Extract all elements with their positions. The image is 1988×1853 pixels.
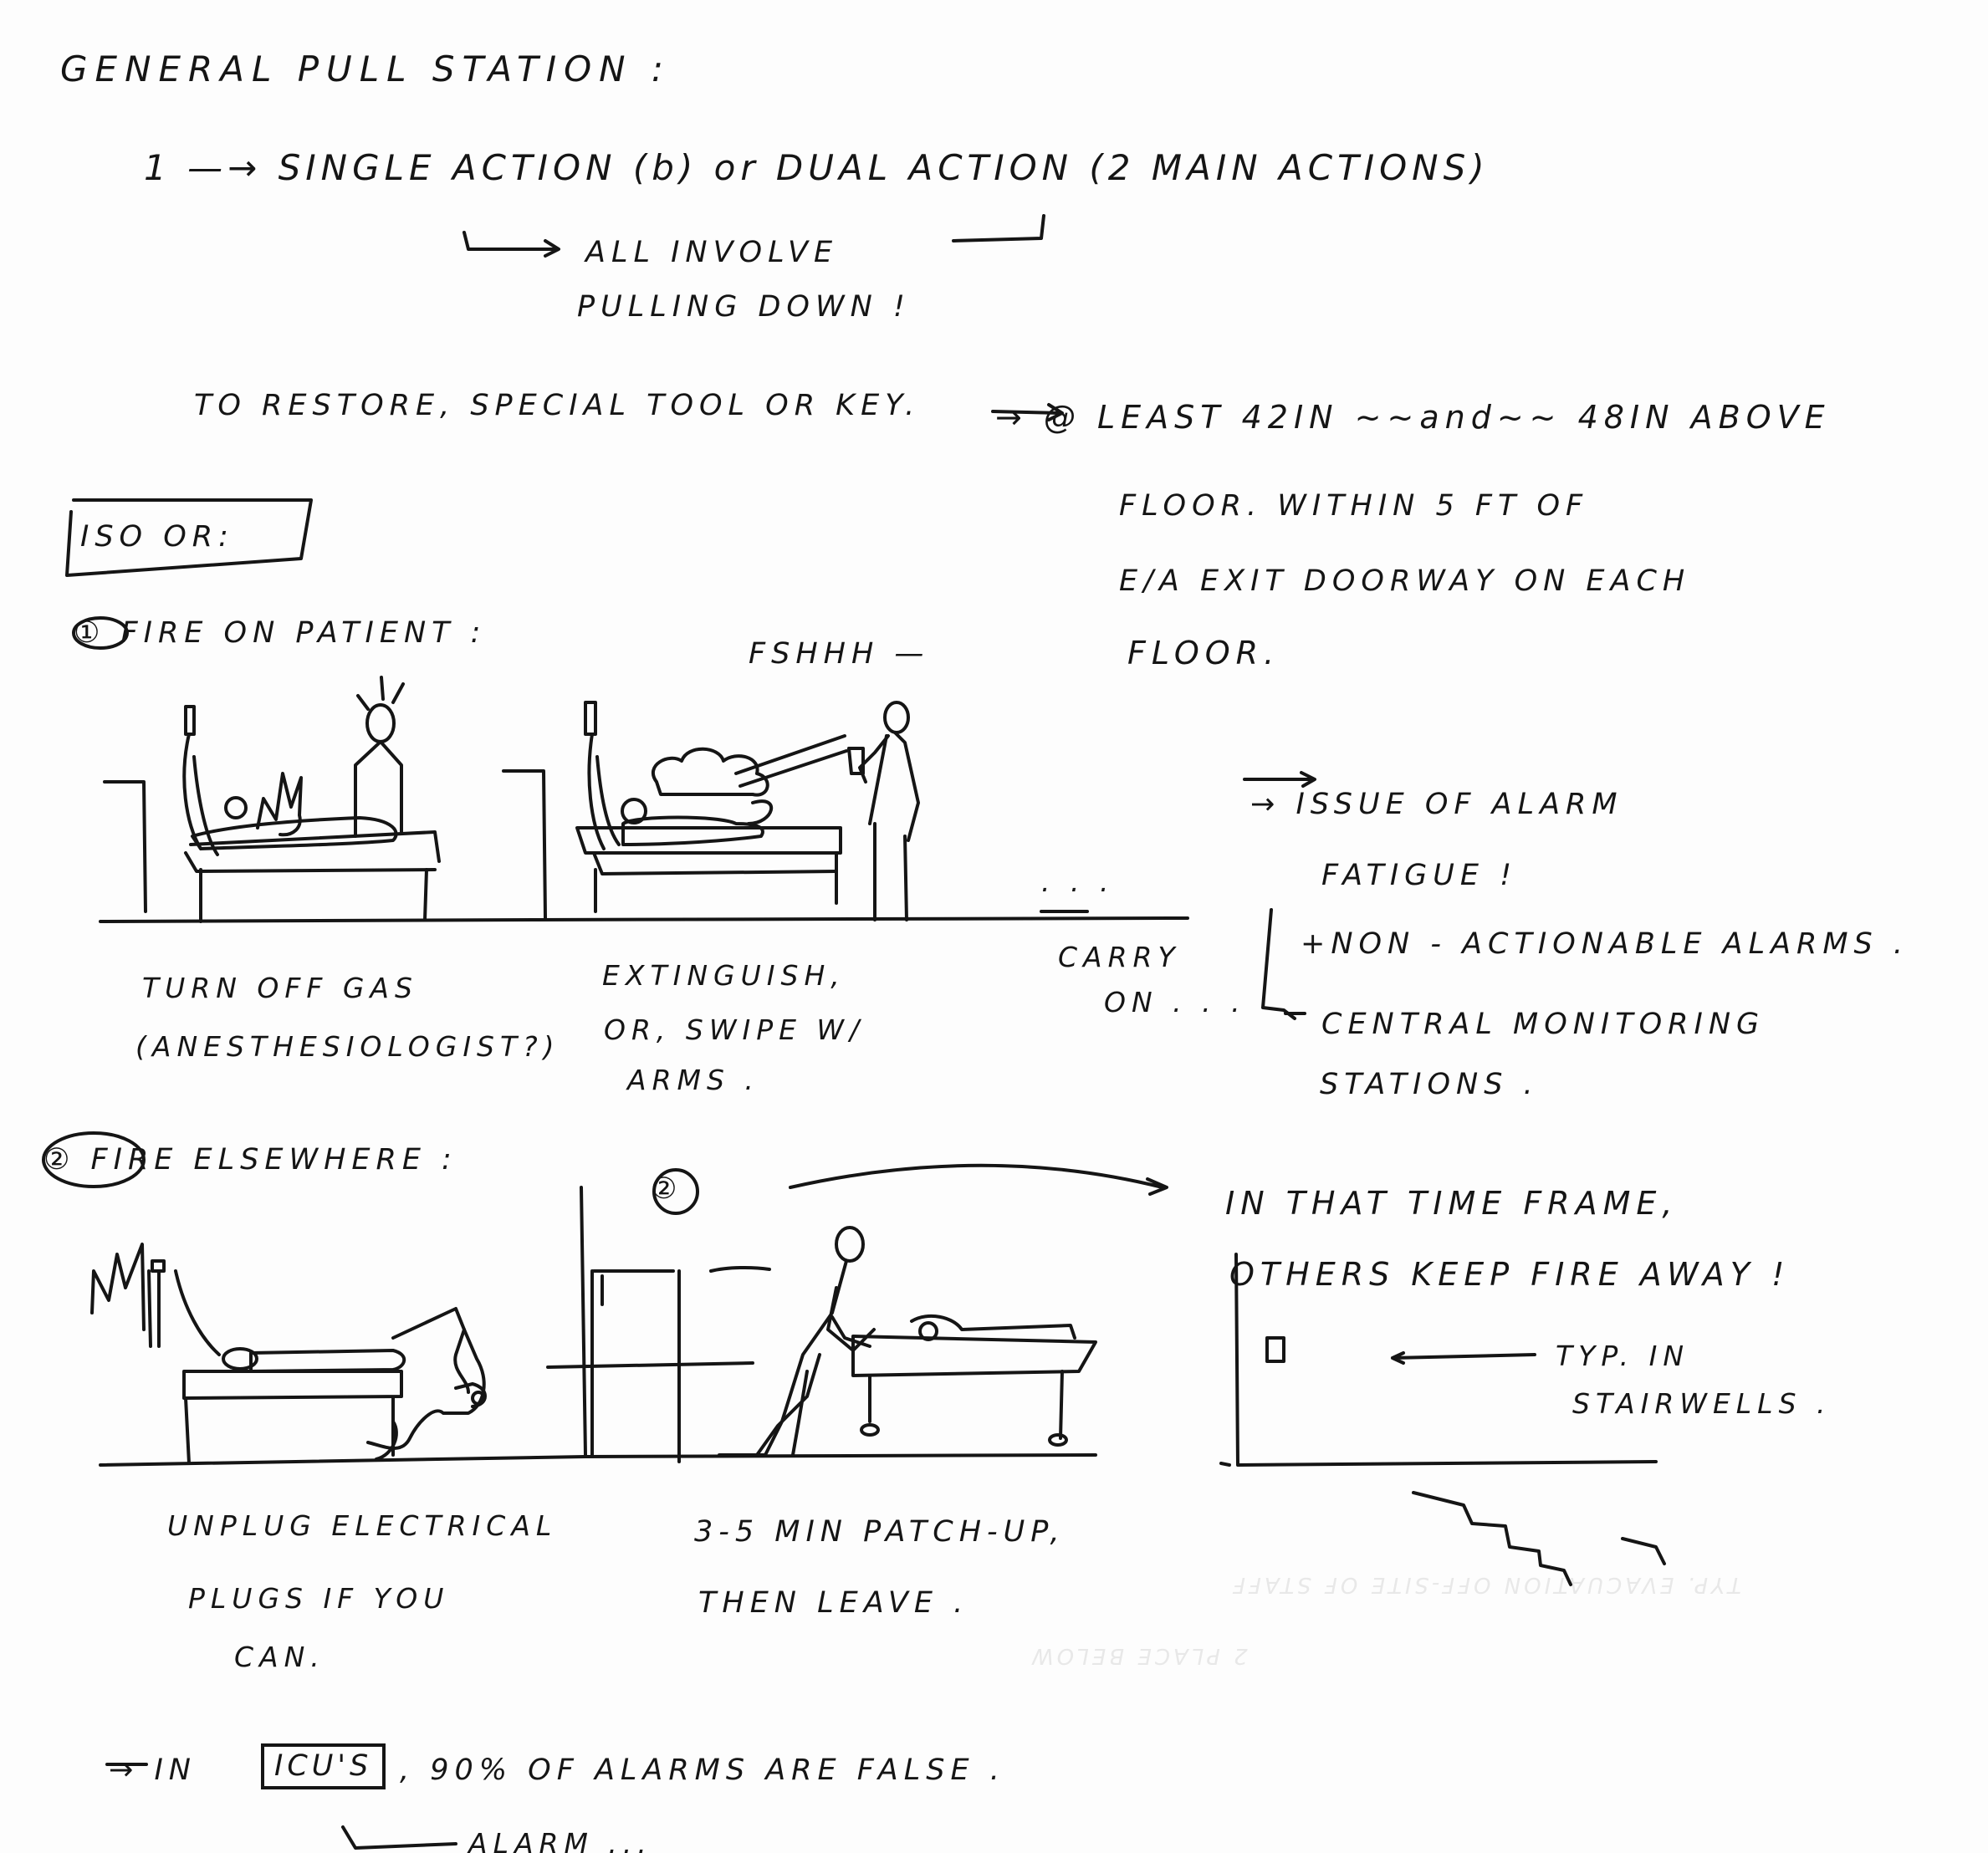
- case2-caption-unplug-line2: PLUGS IF YOU: [188, 1582, 450, 1615]
- patient-bed-sketch: [90, 1243, 487, 1465]
- page-title: GENERAL PULL STATION :: [60, 48, 672, 89]
- alarm-item-nonactionable: +NON - ACTIONABLE ALARMS .: [1301, 927, 1909, 961]
- circled-number-icon: [72, 616, 129, 650]
- arrow-icon: [789, 1163, 1168, 1196]
- footer-cutoff-line: ALARM ...: [468, 1827, 652, 1853]
- footer-note: , 90% OF ALARMS ARE FALSE .: [400, 1753, 1005, 1787]
- staff-figure-sketch: [835, 1226, 865, 1263]
- arrow-icon: [952, 214, 1045, 242]
- staff-figure-sketch: [366, 1307, 486, 1450]
- alarm-fatigue-line2: FATIGUE !: [1321, 859, 1518, 892]
- arrow-icon: [463, 231, 558, 251]
- case2-caption-unplug-line3: CAN.: [234, 1641, 325, 1673]
- mounting-location-line4: FLOOR.: [1127, 635, 1280, 671]
- case1-caption-extinguish-line2: OR, SWIPE W/: [604, 1013, 866, 1046]
- ellipsis: . . .: [1041, 865, 1115, 898]
- patient-bed-sketch: [546, 1186, 1097, 1463]
- restore-note: TO RESTORE, SPECIAL TOOL OR KEY.: [194, 389, 921, 422]
- case1-caption-extinguish-line3: ARMS .: [627, 1064, 759, 1096]
- case2-caption-patchup: 3-5 MIN PATCH-UP,: [694, 1515, 1066, 1549]
- action-note-line2: PULLING DOWN !: [577, 290, 911, 324]
- footer-note-prefix: → IN: [109, 1753, 197, 1787]
- arrow-icon: [544, 239, 560, 258]
- footer-boxed-term: ICU'S: [261, 1743, 386, 1789]
- case2-caption-patchup-line2: THEN LEAVE .: [698, 1586, 969, 1620]
- patient-bed-sketch: [103, 676, 441, 923]
- staff-figure-sketch: [883, 701, 910, 734]
- case1-heading: ① FIRE ON PATIENT :: [74, 616, 487, 650]
- section-label: ISO OR:: [80, 520, 234, 554]
- circled-number-icon: [42, 1131, 146, 1188]
- stairwell-sketch: [1219, 1253, 1666, 1586]
- smoke-cloud-sketch: [652, 747, 769, 797]
- alarm-item-central-monitoring: CENTRAL MONITORING: [1321, 1008, 1766, 1041]
- staff-figure-sketch: [365, 703, 396, 743]
- stairwell-note-line2: STAIRWELLS .: [1572, 1387, 1832, 1420]
- case1-caption-gas-line2: (ANESTHESIOLOGIST?): [135, 1030, 560, 1063]
- timeframe-note: IN THAT TIME FRAME,: [1225, 1185, 1679, 1222]
- mounting-height-note: → @ LEAST 42IN ~~and~~ 48IN ABOVE: [995, 399, 1831, 436]
- case2-caption-unplug: UNPLUG ELECTRICAL: [167, 1509, 558, 1542]
- fire-flame-sketch: [256, 772, 303, 837]
- action-note-line1: ALL INVOLVE: [585, 236, 839, 269]
- timeframe-note-line2: OTHERS KEEP FIRE AWAY !: [1229, 1256, 1791, 1293]
- section-label-box: [65, 498, 313, 577]
- mounting-location-line3: E/A EXIT DOORWAY ON EACH: [1119, 564, 1691, 598]
- action-type-line: 1 —→ SINGLE ACTION (b) or DUAL ACTION (2…: [144, 147, 1490, 188]
- alarm-item-stations: STATIONS .: [1320, 1068, 1539, 1101]
- fire-sound-label: FSHHH —: [749, 637, 930, 671]
- circled-number-icon: [652, 1168, 699, 1215]
- carry-on-label: CARRY: [1058, 941, 1181, 973]
- case1-caption-extinguish: EXTINGUISH,: [602, 959, 846, 992]
- mounting-location-line2: FLOOR. WITHIN 5 FT OF: [1119, 489, 1589, 523]
- case1-caption-gas: TURN OFF GAS: [142, 972, 418, 1004]
- arrow-icon: [991, 403, 1064, 421]
- case2-heading: ② FIRE ELSEWHERE :: [43, 1143, 457, 1177]
- stairwell-note: TYP. IN: [1556, 1340, 1690, 1372]
- pull-station-icon: [1265, 1336, 1285, 1363]
- patient-bed-sketch: [502, 701, 920, 921]
- carry-on-label-line2: ON . . .: [1104, 986, 1246, 1018]
- alarm-fatigue-heading: → ISSUE OF ALARM: [1250, 788, 1623, 821]
